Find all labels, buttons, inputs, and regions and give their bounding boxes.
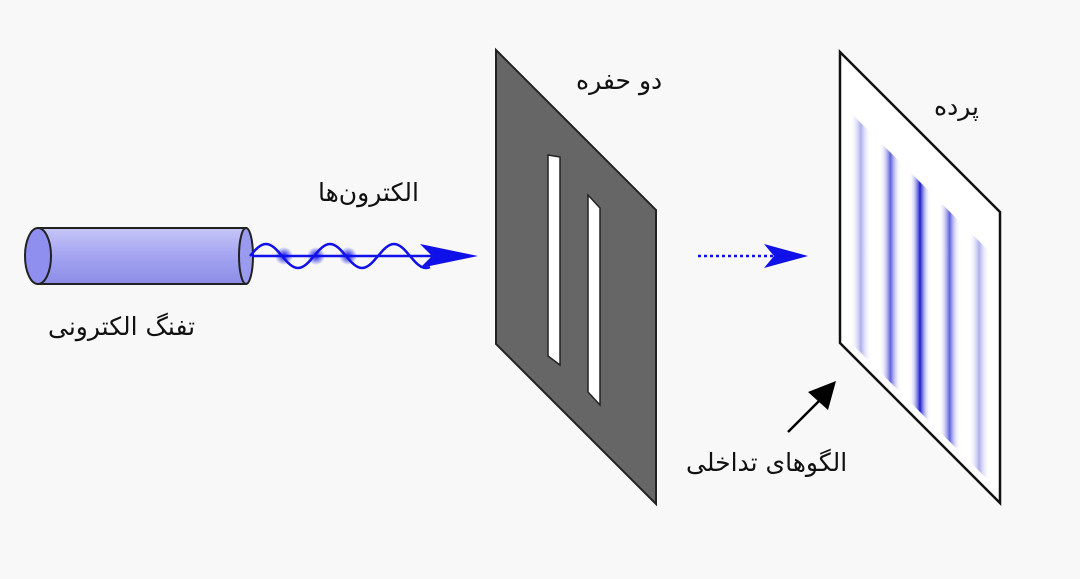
slit	[587, 193, 601, 407]
propagation-arrowhead	[764, 244, 808, 268]
electron-gun	[24, 227, 254, 285]
interference-pattern-label: الگوهای تداخلی	[686, 448, 848, 477]
detection-screen	[838, 48, 1002, 507]
fringe-band	[909, 171, 931, 423]
wave-arrowhead	[420, 244, 478, 268]
propagation-arrow	[698, 244, 808, 268]
gun-aperture	[24, 227, 52, 285]
electron-gun-label: تفنگ الکترونی	[48, 312, 196, 341]
fringe-band	[938, 200, 961, 453]
pattern-pointer-arrow	[787, 381, 836, 433]
double-slit-barrier	[495, 47, 657, 507]
fringe-band	[968, 230, 990, 482]
interference-fringes	[850, 112, 990, 482]
electrons-label: الکترون‌ها	[318, 178, 419, 207]
slit	[547, 154, 561, 367]
fringe-band	[850, 112, 872, 364]
screen-label: پرده	[934, 92, 979, 121]
electron-wave	[249, 242, 478, 270]
fringe-band	[879, 141, 902, 394]
double-slit-label: دو حفره	[576, 66, 663, 95]
